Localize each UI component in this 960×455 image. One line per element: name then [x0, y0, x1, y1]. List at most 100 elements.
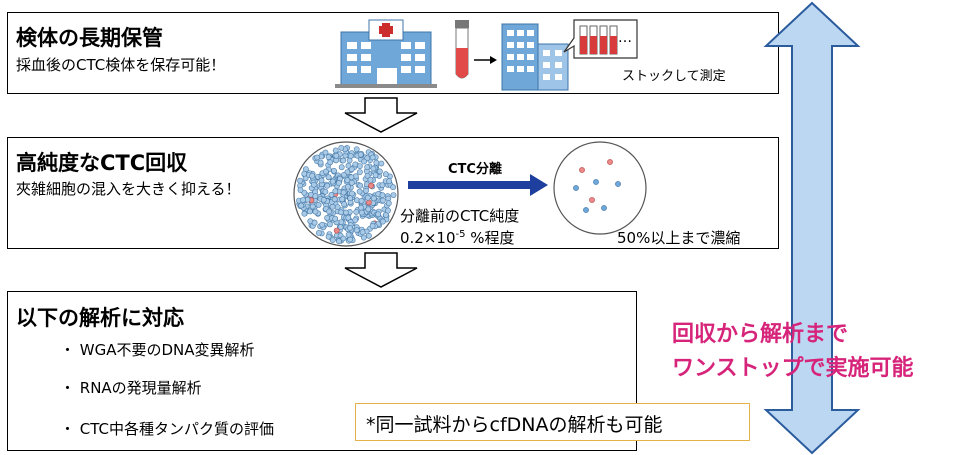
cell-dot — [379, 182, 386, 188]
cell-dot — [322, 149, 329, 156]
section-analysis-title: 以下の解析に対応 — [16, 306, 184, 330]
down-arrow-1 — [344, 97, 418, 133]
cell-dot — [329, 203, 336, 210]
cell-dot — [360, 234, 367, 241]
cell-dot — [301, 210, 308, 217]
onestop-double-arrow — [763, 1, 861, 455]
cell-dot — [315, 202, 322, 208]
cell-dot — [336, 238, 342, 245]
lab-building-icon — [501, 23, 569, 91]
cell-dot — [357, 169, 363, 175]
cell-dot — [352, 217, 359, 223]
cell-dot — [324, 182, 331, 189]
cell-dot — [325, 174, 332, 181]
stock-ellipsis: … — [618, 30, 632, 46]
cell-dot — [365, 199, 372, 206]
cell-dot — [315, 230, 322, 236]
cell-dot — [380, 218, 386, 225]
cell-dot — [345, 162, 352, 169]
cell-dot — [318, 177, 325, 184]
cell-dot — [347, 236, 354, 243]
cell-dot — [326, 208, 332, 215]
cell-dot — [341, 172, 347, 178]
stock-tubes-bubble — [563, 19, 638, 59]
cell-dot — [390, 192, 397, 198]
cell-dot — [325, 233, 332, 240]
cell-dot — [300, 197, 306, 203]
cell-dot — [301, 170, 308, 177]
cell-dot — [368, 182, 374, 189]
cell-dot — [390, 184, 396, 191]
hospital-icon — [335, 19, 437, 88]
cell-dot — [340, 235, 347, 242]
cell-dot — [341, 201, 347, 208]
cell-dot — [333, 227, 340, 234]
cell-dot — [319, 221, 326, 228]
cell-dot — [357, 151, 364, 158]
cell-dot — [358, 209, 365, 216]
cell-dot — [329, 237, 336, 243]
cell-dot — [338, 219, 345, 225]
cell-dot — [344, 177, 351, 184]
cell-dot — [298, 202, 305, 209]
cell-dot — [338, 145, 345, 151]
cell-dot — [358, 198, 365, 204]
enriched-cell-dish — [553, 141, 647, 235]
cell-dot — [332, 215, 339, 222]
cell-dot — [317, 159, 324, 166]
arrow-to-lab — [474, 56, 497, 64]
cell-dot — [579, 167, 585, 173]
cell-dot — [363, 187, 369, 194]
cell-dot — [349, 190, 355, 197]
cell-dot — [322, 168, 329, 175]
cell-dot — [325, 154, 332, 160]
cell-dot — [380, 197, 386, 204]
cell-dot — [343, 209, 349, 216]
ctc-separation-arrow — [408, 174, 548, 196]
cell-dot — [573, 185, 579, 191]
cell-dot — [334, 204, 341, 210]
cell-dot — [385, 200, 392, 207]
cell-dot — [353, 209, 360, 215]
cell-dot — [348, 174, 355, 181]
section-purity-title: 高純度なCTC回収 — [16, 151, 188, 175]
cell-dot — [320, 197, 327, 203]
cell-dot — [324, 215, 330, 221]
cell-dot — [359, 229, 366, 236]
cell-dot — [601, 205, 607, 211]
cell-dot — [297, 187, 304, 193]
cell-dot — [348, 166, 355, 173]
cell-dot — [378, 160, 385, 167]
cell-dot — [383, 171, 389, 178]
cell-dot — [364, 164, 371, 171]
cell-dot — [357, 182, 364, 189]
purity-before-value: 0.2×10-5 %程度 — [400, 227, 515, 248]
analysis-item-2: ・ RNAの発現量解析 — [60, 379, 202, 397]
cell-dot — [370, 165, 377, 172]
cell-dot — [364, 194, 371, 201]
cell-dot — [328, 191, 335, 198]
cell-dot — [358, 204, 364, 211]
onestop-text-line2: ワンストップで実施可能 — [672, 356, 914, 381]
purity-value-suffix: %程度 — [465, 229, 515, 247]
cell-dot — [377, 168, 383, 175]
cell-dot — [337, 224, 344, 230]
cell-dot — [357, 163, 363, 169]
section-storage-title: 検体の長期保管 — [16, 26, 163, 50]
cell-dot — [361, 158, 367, 165]
cell-dot — [369, 223, 376, 229]
section-purity-subtitle: 夾雑細胞の混入を大きく抑える！ — [16, 180, 241, 198]
cell-dot — [327, 159, 334, 166]
cell-dot — [312, 208, 319, 215]
blood-tube-icon — [455, 20, 469, 79]
cell-dot — [369, 154, 376, 161]
cell-dot — [306, 208, 313, 215]
cell-dot — [331, 167, 337, 174]
analysis-item-1: ・ WGA不要のDNA変異解析 — [60, 341, 255, 359]
analysis-item-3: ・ CTC中各種タンパク質の評価 — [60, 420, 275, 438]
cell-dot — [314, 154, 320, 161]
purity-value-base: 0.2×10 — [400, 229, 456, 247]
cell-dot — [340, 157, 346, 164]
cell-dot — [309, 172, 316, 179]
cell-dot — [370, 195, 377, 202]
